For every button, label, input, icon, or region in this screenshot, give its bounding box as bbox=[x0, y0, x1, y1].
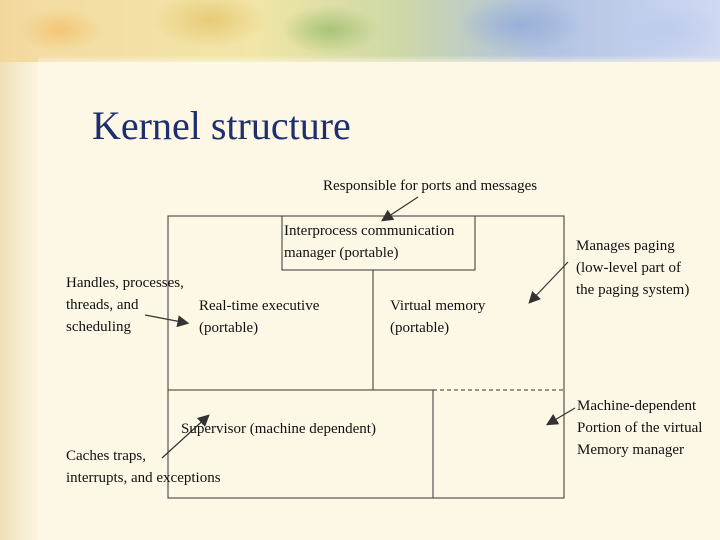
slide-title: Kernel structure bbox=[92, 103, 351, 148]
left-parchment-strip bbox=[0, 0, 38, 540]
banner-fade bbox=[38, 55, 720, 67]
right-note-paging: Manages paging (low-level part of the pa… bbox=[576, 238, 690, 298]
arrow-ports-messages bbox=[380, 196, 419, 222]
arrow-traps bbox=[161, 414, 210, 459]
left-note-scheduling: Handles, processes, threads, and schedul… bbox=[66, 275, 184, 335]
ipc-manager-label: Interprocess communication manager (port… bbox=[284, 223, 455, 261]
bottom-note-traps: Caches traps, interrupts, and exceptions bbox=[66, 448, 221, 486]
arrow-paging bbox=[528, 261, 569, 304]
realtime-executive-label: Real-time executive (portable) bbox=[199, 298, 320, 336]
decorative-banner bbox=[0, 0, 720, 62]
virtual-memory-label: Virtual memory (portable) bbox=[390, 298, 486, 336]
right-note-machine-dependent: Machine-dependent Portion of the virtual… bbox=[577, 398, 703, 458]
supervisor-label: Supervisor (machine dependent) bbox=[181, 421, 376, 437]
ipc-box bbox=[281, 215, 476, 271]
annotation-ports-messages: Responsible for ports and messages bbox=[323, 178, 538, 194]
arrow-scheduling bbox=[144, 314, 190, 328]
arrow-machine-dependent bbox=[545, 407, 576, 426]
